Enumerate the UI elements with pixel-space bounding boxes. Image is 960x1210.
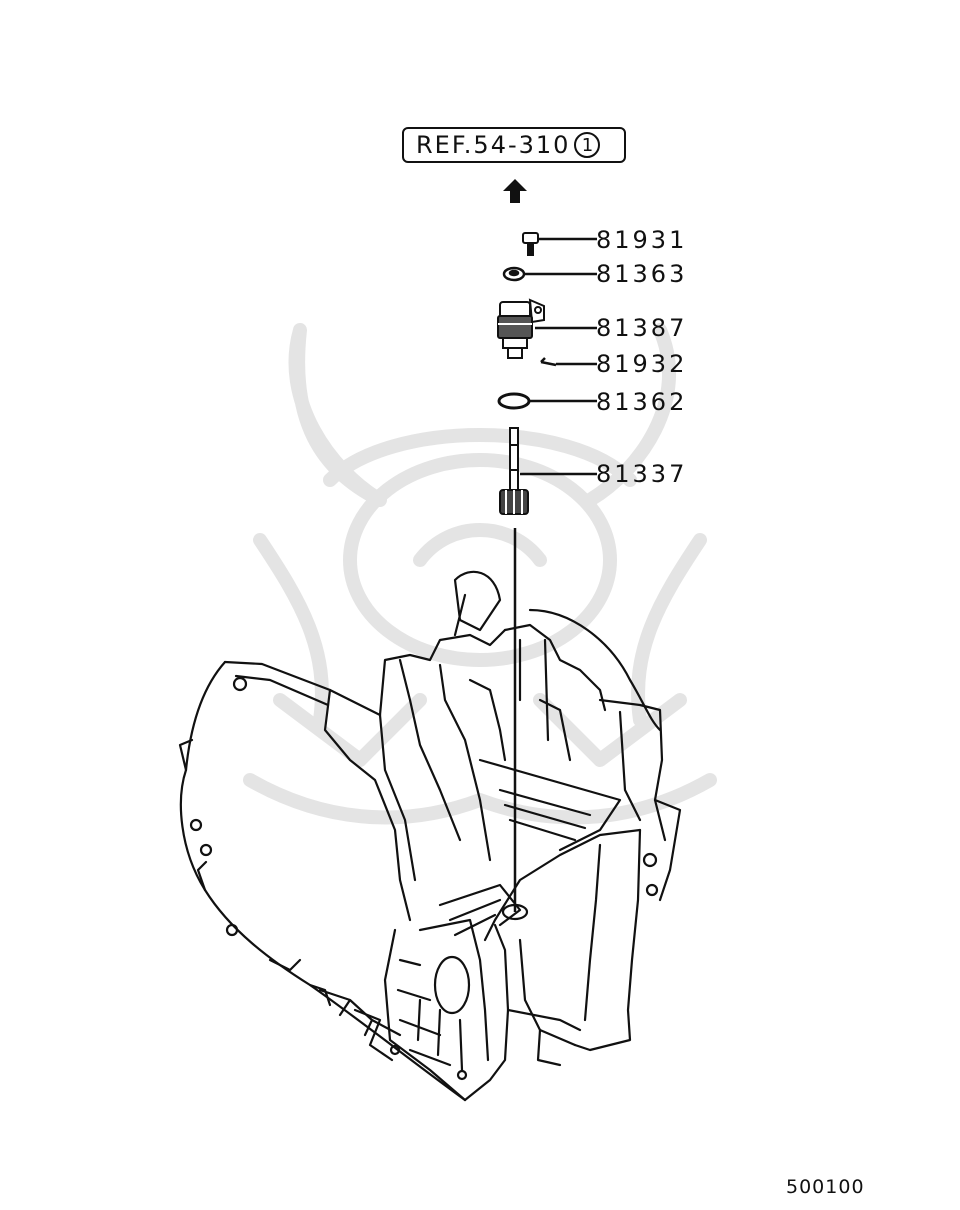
part-number-label[interactable]: 81363 — [596, 260, 688, 288]
sleeve-housing-part[interactable] — [497, 298, 545, 359]
part-number-label[interactable]: 81932 — [596, 350, 688, 378]
reference-text: REF.54-310 — [416, 131, 571, 159]
part-number-label[interactable]: 81931 — [596, 226, 688, 254]
washer-part[interactable] — [502, 266, 526, 282]
up-arrow-icon — [503, 179, 527, 203]
reference-link-box[interactable]: REF.54-310 1 — [402, 127, 626, 163]
o-ring-part[interactable] — [497, 392, 531, 410]
part-number-label[interactable]: 81337 — [596, 460, 688, 488]
transmission-case-drawing — [178, 570, 682, 1102]
diagram-code: 500100 — [786, 1176, 865, 1198]
part-number-label[interactable]: 81362 — [596, 388, 688, 416]
pin-part[interactable] — [540, 357, 557, 367]
part-number-label[interactable]: 81387 — [596, 314, 688, 342]
leader-lines — [520, 237, 597, 476]
reference-circle-number: 1 — [574, 132, 601, 158]
bolt-part[interactable] — [522, 232, 539, 256]
driven-gear-part[interactable] — [499, 427, 529, 515]
